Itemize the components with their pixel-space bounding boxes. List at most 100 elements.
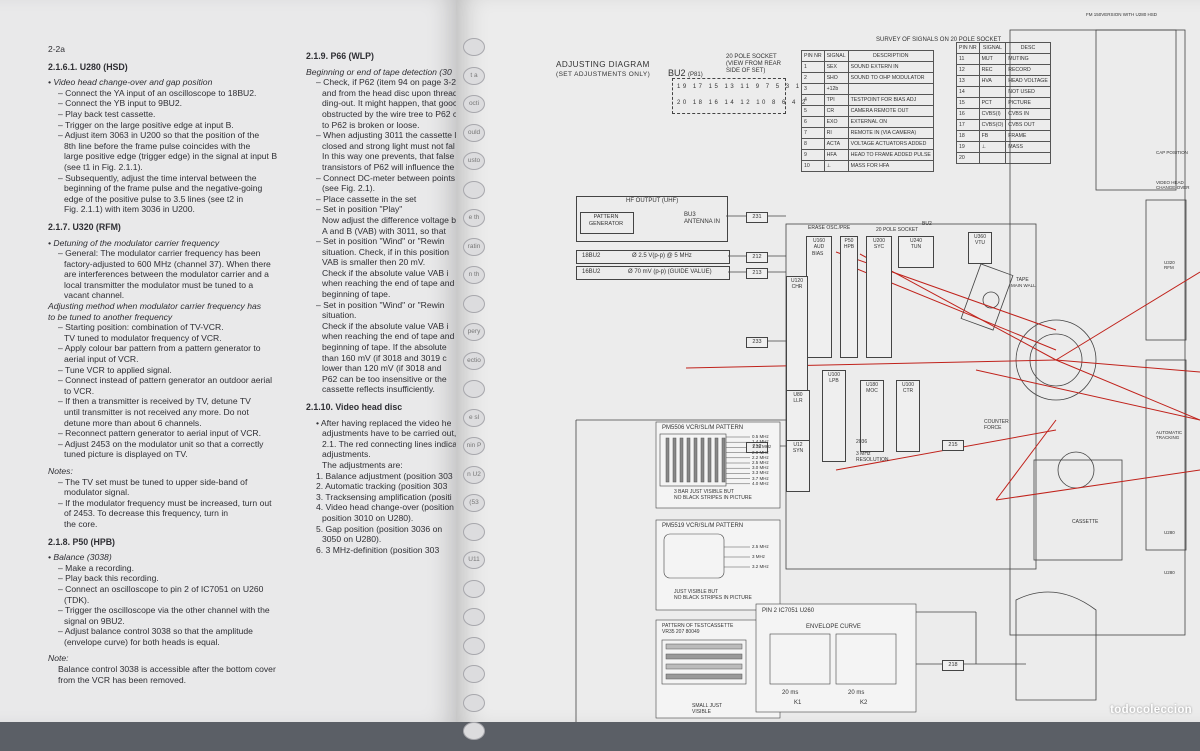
binder-hole: ould — [463, 123, 485, 142]
binder-hole — [463, 522, 485, 541]
signal-18bu2-box — [576, 250, 730, 264]
table-row: 10⊥MASS FOR HFA — [801, 160, 934, 172]
text-line: – Trigger the oscilloscope via the other… — [58, 605, 270, 616]
testcassette-pattern-row — [665, 673, 743, 680]
signal-16bu2: 16BU2 — [582, 269, 601, 275]
right-note: FM 150VERSION WITH U280 HSD — [1086, 12, 1158, 17]
table-cell — [1005, 152, 1051, 164]
module-label: U180 MOC — [866, 382, 878, 394]
text-line: when reaching the end of tape and — [322, 278, 455, 289]
text-line: to be tuned to another frequency — [48, 311, 173, 322]
text-line: 6. 3 MHz-definition (position 303 — [316, 544, 440, 555]
module-block: U180 MOC — [860, 380, 884, 452]
diagram-callout: 2036 — [856, 439, 868, 445]
socket-note: 20 POLE SOCKET (VIEW FROM REAR SIDE OF S… — [726, 54, 781, 74]
text-line: edge of the positive pulse to 3.5 lines … — [64, 193, 244, 204]
text-line: 4. Video head change-over (position — [316, 502, 454, 513]
text-line: In this way one prevents, that false — [322, 151, 455, 162]
table-row: 20 — [956, 152, 1051, 164]
text-line: Adjusting method when modulator carrier … — [48, 301, 262, 312]
text-line: • After having replaced the video he — [316, 417, 452, 428]
connection-tag: 213 — [746, 268, 768, 279]
text-line: Note: — [48, 653, 69, 664]
text-line: 8th line before the frame pulse coincide… — [64, 140, 251, 151]
testcassette-pattern-row — [665, 663, 743, 670]
envelope-k2: K2 — [860, 700, 868, 706]
envelope-t1: 20 ms — [782, 690, 799, 696]
module-block: U240 TUN — [898, 236, 934, 268]
text-line: (see t1 in Fig. 2.1.1). — [64, 161, 143, 172]
bu2-label: BU2 (P81) — [668, 68, 703, 78]
text-line: beginning of tape. — [322, 289, 391, 300]
text-line: than 160 mV (if 3018 and 3019 c — [322, 352, 447, 363]
wiring-svg — [575, 29, 1200, 722]
text-line: factory-adjusted to 600 MHz (channel 37)… — [64, 258, 271, 269]
frequency-label: 3.7 MHz — [752, 475, 769, 481]
antenna-in-label: BU3 ANTENNA IN — [684, 212, 721, 225]
test-pattern-bar — [707, 437, 712, 483]
pattern-generator-box — [580, 212, 634, 234]
binder-hole: (53 — [463, 494, 485, 512]
text-line: – Trigger on the large positive edge at … — [58, 119, 234, 130]
text-line: situation. Check, if in this position — [322, 246, 450, 257]
text-line: beginning of tape. If the absolute — [322, 342, 447, 353]
test-pattern-bar — [665, 437, 670, 483]
connection-tag: 215 — [942, 440, 964, 451]
right-note: AUTOMATIC TRACKING — [1156, 430, 1183, 440]
testcassette-pattern-row — [665, 653, 743, 660]
text-line: closed and strong light must not fal — [322, 140, 455, 151]
text-line: – Make a recording. — [58, 562, 134, 573]
text-line: – Connect the YA input of an oscilloscop… — [58, 87, 257, 98]
pattern-generator-label: PATTERN GENERATOR — [588, 214, 624, 227]
module-label: U360 VTU — [974, 234, 986, 246]
text-line: – Adjust balance control 3038 so that th… — [58, 626, 253, 637]
diagram-callout: 20 POLE SOCKET — [876, 227, 919, 233]
text-line: 1. Balance adjustment (position 303 — [316, 470, 453, 481]
text-line: – Set in position "Wind" or "Rewin — [316, 299, 445, 310]
diagram-callout: BU2 — [922, 221, 932, 227]
module-block: U12 SYN — [786, 440, 810, 492]
binder-hole — [463, 38, 485, 56]
middle-column-text: 2.1.9. P66 (WLP)Beginning or end of tape… — [306, 51, 456, 555]
right-note: CAP POSITION — [1156, 150, 1188, 155]
bu2-connector — [672, 78, 786, 114]
text-line: – Starting position: combination of TV-V… — [58, 322, 224, 333]
binder-hole: ratin — [463, 237, 485, 256]
module-block: U120 CHR — [786, 276, 808, 398]
table-cell: ⊥ — [823, 160, 849, 172]
text-line: when reaching the end of tape and — [322, 331, 455, 342]
section-heading: 2.1.9. P66 (WLP) — [306, 51, 374, 61]
text-line: large positive edge (trigger edge) in th… — [64, 151, 278, 162]
connector-pins-top: 19 17 15 13 11 9 7 5 3 1 — [677, 84, 802, 90]
scope3-title: PATTERN OF TESTCASSETTE VR35 207 80049 — [662, 623, 734, 635]
hf-output-label: HF OUTPUT (UHF) — [626, 198, 679, 204]
text-line: obstructed by the wire tree to P62 c — [322, 108, 456, 119]
right-note: U280 — [1164, 570, 1175, 575]
text-line: 3. Tracksensing amplification (positi — [316, 491, 452, 502]
binder-hole — [463, 294, 485, 313]
text-line: Now adjust the difference voltage b — [322, 214, 456, 225]
table-cell: 20 — [956, 152, 980, 164]
text-line: 5. Gap position (position 3036 on — [316, 523, 443, 534]
text-line: local transmitter the modulator must be … — [64, 279, 254, 290]
adjusting-diagram: ADJUSTING DIAGRAM (SET ADJUSTMENTS ONLY)… — [456, 0, 1200, 722]
binder-hole: octi — [463, 95, 485, 113]
binder-hole: ectio — [463, 351, 485, 370]
text-line: Notes: — [48, 465, 73, 476]
diagram-title: ADJUSTING DIAGRAM (SET ADJUSTMENTS ONLY) — [556, 60, 651, 78]
module-label: U80 LLR — [793, 392, 803, 404]
page-number: 2-2a — [48, 44, 66, 54]
frequency-label: 3.0 MHz — [752, 465, 769, 471]
binder-hole: n th — [463, 266, 485, 284]
frequency-label: 2.2 MHz — [752, 454, 769, 460]
text-line: of 2453. To decrease this frequency, tur… — [64, 508, 229, 519]
envelope-k1: K1 — [794, 700, 802, 706]
text-line: A and B (VAB) with 3011, so that — [322, 225, 446, 236]
text-line: to P62 is broken or loose. — [322, 119, 420, 130]
binder-hole — [463, 693, 485, 712]
